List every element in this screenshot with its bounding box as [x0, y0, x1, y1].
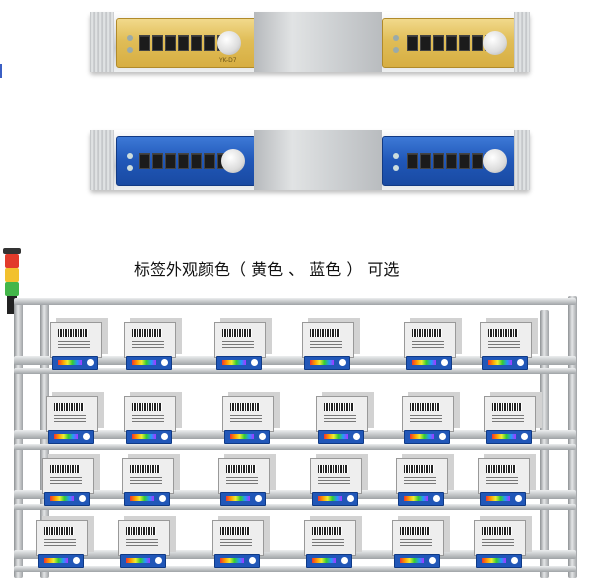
knob-button-icon: [217, 31, 241, 55]
indicator-icon: [127, 35, 133, 41]
barcode-box: [474, 520, 526, 556]
knob-button-icon: [483, 149, 507, 173]
barcode-box: [214, 322, 266, 358]
barcode-box: [212, 520, 264, 556]
model-label: YK-D7: [219, 57, 237, 64]
electronic-shelf-label: [486, 430, 532, 444]
electronic-shelf-label: [224, 430, 270, 444]
barcode-box: [46, 396, 98, 432]
electronic-shelf-label: [214, 554, 260, 568]
electronic-shelf-label: [312, 492, 358, 506]
blue-label-device: [90, 130, 530, 190]
barcode-box: [404, 322, 456, 358]
barcode-box: [122, 458, 174, 494]
barcode-box: [50, 322, 102, 358]
middle-panel: [254, 12, 382, 72]
right-rail: [514, 12, 530, 72]
electronic-shelf-label: [52, 356, 98, 370]
edge-marker: [0, 64, 2, 78]
indicator-icon: [393, 47, 399, 53]
indicator-icon: [127, 47, 133, 53]
electronic-shelf-label: [404, 430, 450, 444]
electronic-shelf-label: [126, 430, 172, 444]
electronic-shelf-label: [38, 554, 84, 568]
blue-face-right: [382, 136, 516, 186]
barcode-box: [316, 396, 368, 432]
electronic-shelf-label: [44, 492, 90, 506]
yellow-label-device: YK-D7: [90, 12, 530, 72]
barcode-box: [480, 322, 532, 358]
left-rail: [90, 12, 114, 72]
barcode-box: [36, 520, 88, 556]
barcode-box: [402, 396, 454, 432]
left-rail: [90, 130, 114, 190]
knob-button-icon: [483, 31, 507, 55]
electronic-shelf-label: [304, 356, 350, 370]
barcode-box: [124, 396, 176, 432]
barcode-box: [124, 322, 176, 358]
electronic-shelf-label: [306, 554, 352, 568]
barcode-box: [42, 458, 94, 494]
indicator-icon: [127, 165, 133, 171]
blue-face-left: [116, 136, 256, 186]
electronic-shelf-label: [220, 492, 266, 506]
indicator-icon: [393, 35, 399, 41]
electronic-shelf-label: [318, 430, 364, 444]
electronic-shelf-label: [476, 554, 522, 568]
yellow-face-right: [382, 18, 516, 68]
barcode-box: [304, 520, 356, 556]
barcode-box: [118, 520, 170, 556]
barcode-box: [302, 322, 354, 358]
color-options-caption: 标签外观颜色（ 黄色 、 蓝色 ） 可选: [134, 260, 400, 279]
indicator-icon: [127, 153, 133, 159]
barcode-box: [396, 458, 448, 494]
stack-light-icon: [0, 248, 26, 318]
electronic-shelf-label: [120, 554, 166, 568]
right-rail: [514, 130, 530, 190]
barcode-box: [310, 458, 362, 494]
electronic-shelf-label: [394, 554, 440, 568]
electronic-shelf-label: [480, 492, 526, 506]
knob-button-icon: [221, 149, 245, 173]
electronic-shelf-label: [406, 356, 452, 370]
electronic-shelf-label: [48, 430, 94, 444]
barcode-box: [222, 396, 274, 432]
indicator-icon: [393, 165, 399, 171]
barcode-box: [218, 458, 270, 494]
electronic-shelf-label: [398, 492, 444, 506]
barcode-box: [484, 396, 536, 432]
electronic-shelf-label: [482, 356, 528, 370]
electronic-shelf-label: [126, 356, 172, 370]
electronic-shelf-label: [124, 492, 170, 506]
barcode-box: [478, 458, 530, 494]
electronic-shelf-label: [216, 356, 262, 370]
middle-panel: [254, 130, 382, 190]
barcode-box: [392, 520, 444, 556]
indicator-icon: [393, 153, 399, 159]
